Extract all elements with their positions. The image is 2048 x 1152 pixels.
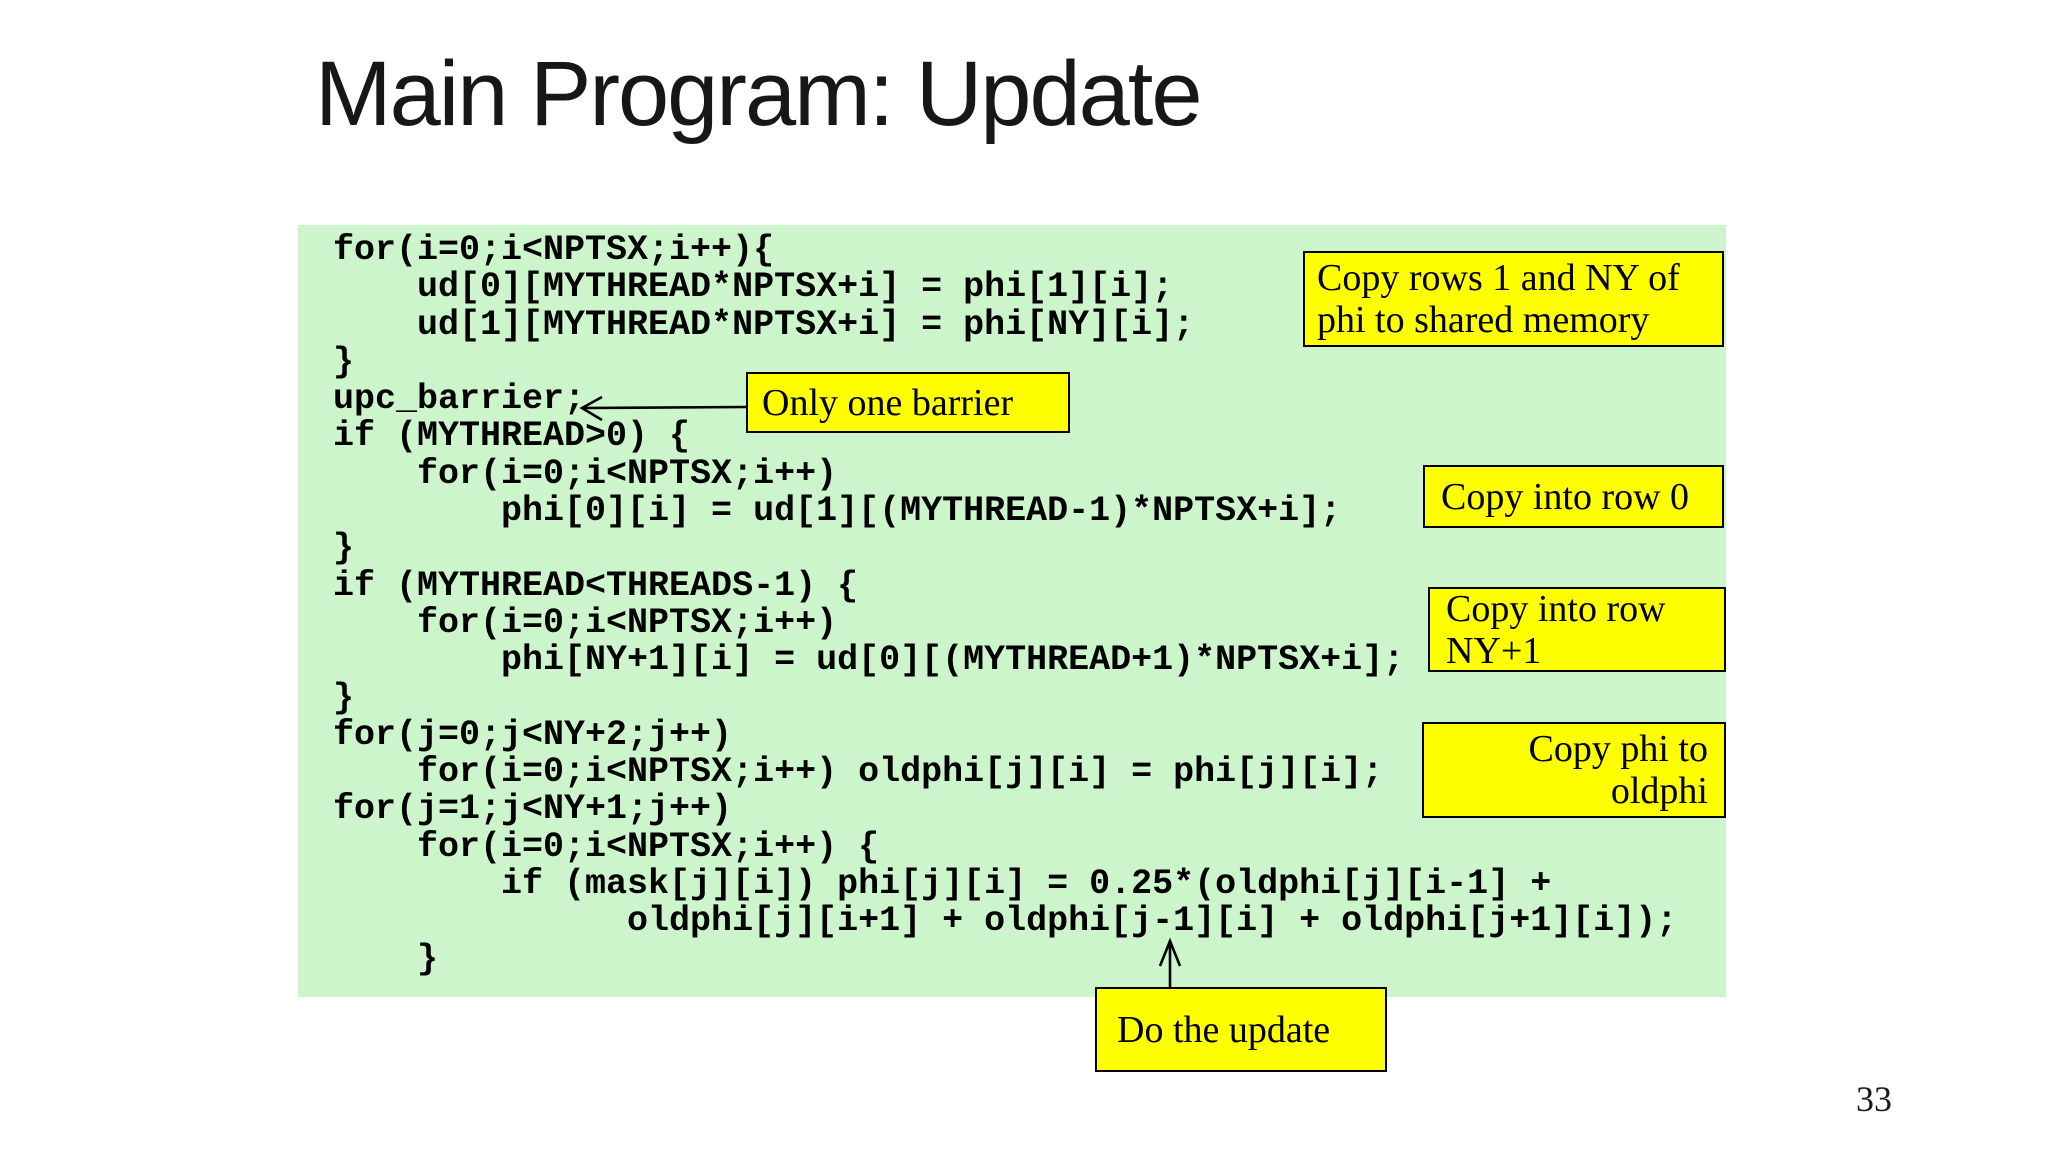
callout-text: phi to shared memory: [1317, 299, 1650, 341]
code-line: ud[1][MYTHREAD*NPTSX+i] = phi[NY][i];: [333, 304, 1195, 345]
code-line: for(i=0;i<NPTSX;i++) oldphi[j][i] = phi[…: [333, 752, 1384, 793]
code-line: if (MYTHREAD<THREADS-1) {: [333, 565, 859, 606]
code-line: for(i=0;i<NPTSX;i++) {: [333, 826, 880, 867]
callout-copy-into-row-ny1: Copy into row NY+1: [1428, 587, 1726, 672]
callout-text: Copy phi to: [1528, 728, 1708, 770]
code-line: for(j=0;j<NY+2;j++): [333, 714, 733, 755]
callout-text: NY+1: [1446, 629, 1542, 672]
code-line: for(i=0;i<NPTSX;i++): [333, 453, 838, 494]
callout-text: Do the update: [1117, 1008, 1331, 1051]
page-number: 33: [1856, 1079, 1892, 1119]
callout-text: Copy rows 1 and NY of: [1317, 257, 1680, 299]
callout-do-the-update: Do the update: [1095, 987, 1387, 1072]
callout-copy-phi-to-oldphi: Copy phi to oldphi: [1422, 722, 1726, 818]
code-line: }: [333, 938, 439, 979]
code-line: ud[0][MYTHREAD*NPTSX+i] = phi[1][i];: [333, 267, 1174, 308]
code-line: }: [333, 528, 355, 569]
callout-copy-rows-to-shared: Copy rows 1 and NY of phi to shared memo…: [1303, 251, 1724, 347]
callout-copy-into-row0: Copy into row 0: [1423, 465, 1724, 528]
code-line: for(i=0;i<NPTSX;i++): [333, 602, 838, 643]
code-line: oldphi[j][i+1] + oldphi[j-1][i] + oldphi…: [333, 901, 1678, 942]
callout-text: Only one barrier: [762, 381, 1014, 424]
callout-only-one-barrier: Only one barrier: [746, 372, 1070, 433]
page-title: Main Program: Update: [315, 43, 1203, 145]
code-line: upc_barrier;: [333, 379, 586, 420]
callout-text: oldphi: [1610, 770, 1708, 812]
code-line: if (MYTHREAD>0) {: [333, 416, 691, 457]
code-line: }: [333, 677, 355, 718]
code-line: }: [333, 341, 355, 382]
callout-text: Copy into row: [1446, 587, 1666, 630]
code-line: if (mask[j][i]) phi[j][i] = 0.25*(oldphi…: [333, 864, 1552, 905]
code-line: phi[0][i] = ud[1][(MYTHREAD-1)*NPTSX+i];: [333, 491, 1342, 532]
code-line: for(i=0;i<NPTSX;i++){: [333, 230, 775, 270]
code-listing: for(i=0;i<NPTSX;i++){ ud[0][MYTHREAD*NPT…: [333, 230, 1678, 979]
callout-text: Copy into row 0: [1441, 475, 1690, 518]
code-line: for(j=1;j<NY+1;j++): [333, 789, 733, 830]
code-line: phi[NY+1][i] = ud[0][(MYTHREAD+1)*NPTSX+…: [333, 640, 1405, 681]
